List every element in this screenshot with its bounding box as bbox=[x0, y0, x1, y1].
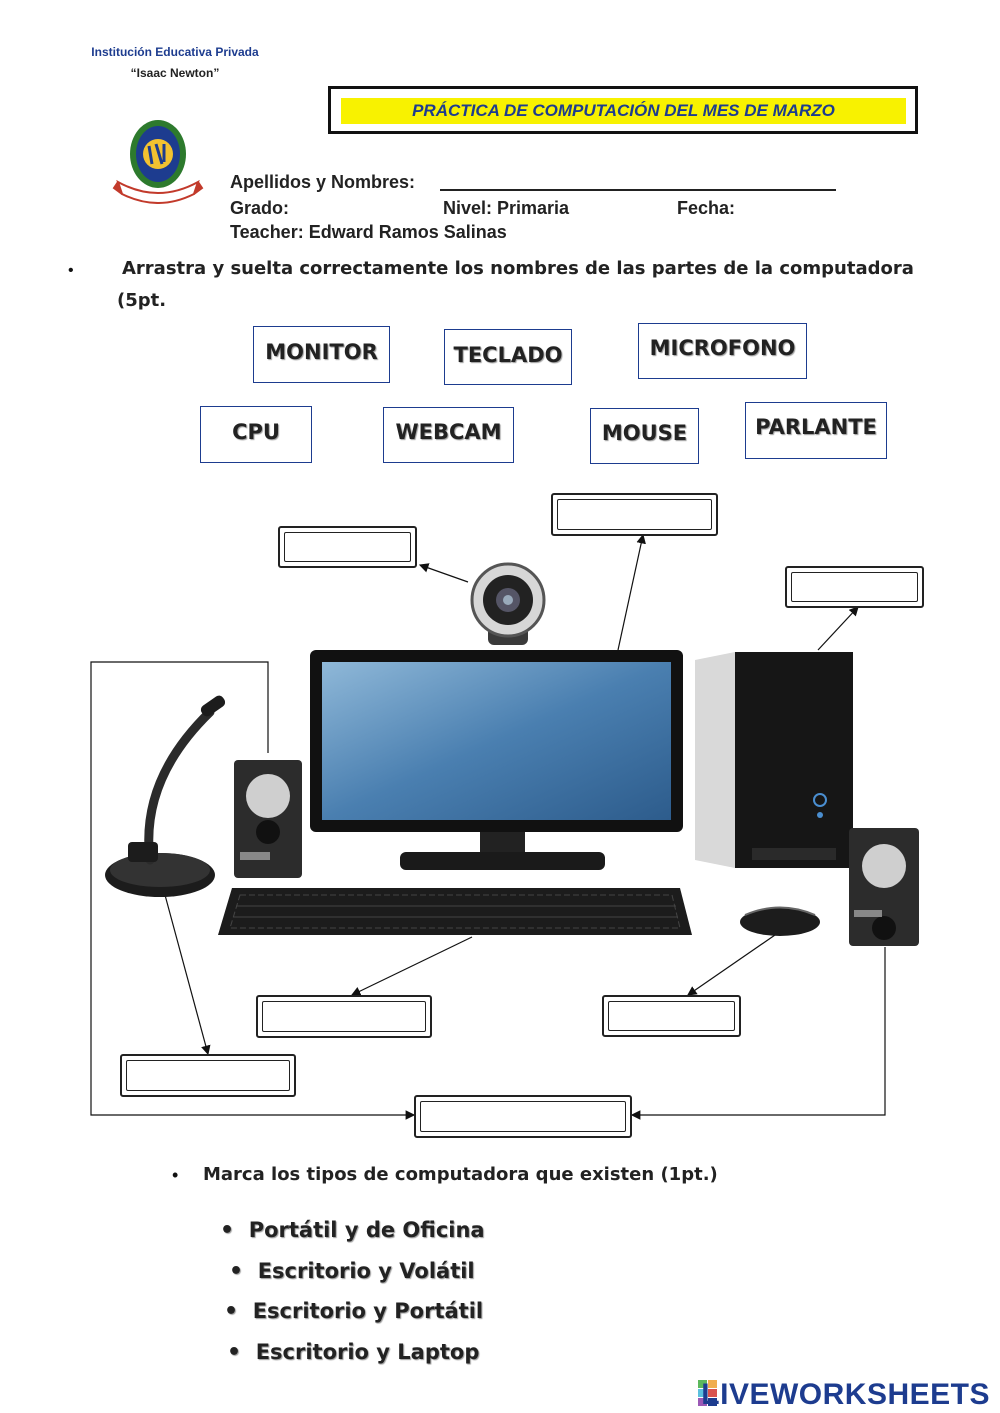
bullet-icon: • bbox=[224, 1299, 238, 1324]
word-monitor[interactable]: MONITOR bbox=[253, 326, 390, 383]
bullet-icon: • bbox=[172, 1165, 178, 1186]
option-4-label: Escritorio y Laptop bbox=[256, 1340, 480, 1364]
bullet-icon: • bbox=[229, 1259, 243, 1284]
word-microfono[interactable]: MICROFONO bbox=[638, 323, 807, 379]
word-mouse[interactable]: MOUSE bbox=[590, 408, 699, 464]
word-parlante[interactable]: PARLANTE bbox=[745, 402, 887, 459]
question1-points: (5pt. bbox=[117, 290, 166, 311]
dropzone-webcam[interactable] bbox=[278, 526, 417, 568]
option-2-label: Escritorio y Volátil bbox=[258, 1259, 475, 1283]
cpu-tower-icon bbox=[695, 652, 853, 868]
name-label: Apellidos y Nombres: bbox=[230, 172, 415, 193]
option-4[interactable]: • Escritorio y Laptop bbox=[227, 1340, 479, 1365]
dropzone-monitor[interactable] bbox=[551, 493, 718, 536]
teacher-label: Teacher: Edward Ramos Salinas bbox=[230, 222, 507, 243]
option-2[interactable]: • Escritorio y Volátil bbox=[229, 1259, 475, 1284]
question2-text: Marca los tipos de computadora que exist… bbox=[203, 1164, 718, 1185]
page-title: PRÁCTICA DE COMPUTACIÓN DEL MES DE MARZO bbox=[341, 98, 906, 124]
option-3-label: Escritorio y Portátil bbox=[253, 1299, 483, 1323]
dropzone-cpu[interactable] bbox=[785, 566, 924, 608]
bullet-icon: • bbox=[227, 1340, 241, 1365]
title-banner: PRÁCTICA DE COMPUTACIÓN DEL MES DE MARZO bbox=[328, 86, 918, 134]
dropzone-mouse[interactable] bbox=[602, 995, 741, 1037]
question1-text: Arrastra y suelta correctamente los nomb… bbox=[122, 258, 914, 279]
dropzone-microphone[interactable] bbox=[120, 1054, 296, 1097]
word-webcam[interactable]: WEBCAM bbox=[383, 407, 514, 463]
monitor-icon bbox=[310, 650, 683, 870]
microphone-icon bbox=[105, 694, 227, 897]
right-speaker-icon bbox=[849, 828, 919, 946]
mouse-icon bbox=[740, 908, 820, 937]
school-crest-icon bbox=[112, 112, 204, 204]
dropzone-speaker[interactable] bbox=[414, 1095, 632, 1138]
keyboard-icon bbox=[218, 888, 692, 935]
grade-label: Grado: bbox=[230, 198, 289, 219]
webcam-icon bbox=[472, 564, 544, 645]
brand-logo-text: LIVEWORKSHEETS bbox=[701, 1378, 990, 1412]
bullet-icon: • bbox=[220, 1218, 234, 1243]
level-label: Nivel: Primaria bbox=[443, 198, 569, 219]
dropzone-keyboard[interactable] bbox=[256, 995, 432, 1038]
date-label: Fecha: bbox=[677, 198, 735, 219]
left-speaker-icon bbox=[234, 760, 302, 878]
word-teclado[interactable]: TECLADO bbox=[444, 329, 572, 385]
school-name-line1: Institución Educativa Privada bbox=[70, 45, 280, 59]
bullet-icon: • bbox=[68, 262, 74, 280]
option-3[interactable]: • Escritorio y Portátil bbox=[224, 1299, 483, 1324]
school-name-line2: “Isaac Newton” bbox=[70, 66, 280, 80]
option-1[interactable]: • Portátil y de Oficina bbox=[220, 1218, 485, 1243]
option-1-label: Portátil y de Oficina bbox=[249, 1218, 485, 1242]
word-cpu[interactable]: CPU bbox=[200, 406, 312, 463]
name-field[interactable] bbox=[440, 189, 836, 191]
